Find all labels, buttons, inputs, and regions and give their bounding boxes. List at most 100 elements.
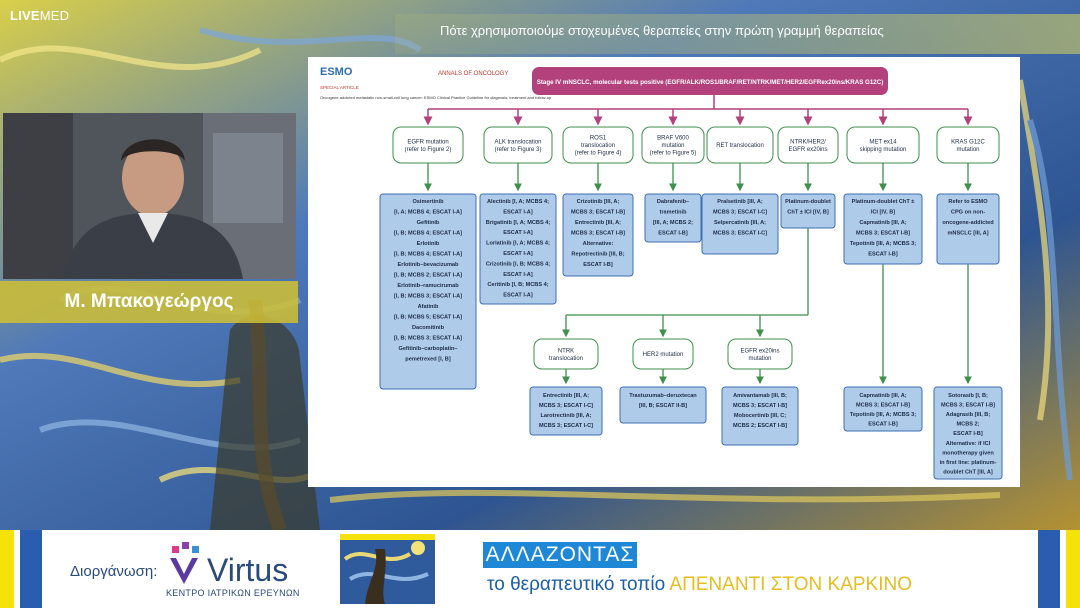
sponsor-footer: Διοργάνωση: Virtus ΚΕΝΤΡΟ ΙΑΤΡΙΚΩΝ ΕΡΕΥΝ… bbox=[0, 530, 1080, 608]
treatment-text: Afatinib bbox=[418, 304, 439, 310]
treatment-text: in first line: platinum- bbox=[940, 460, 997, 466]
treatment-text: Tepotinib [III, A; MCBS 3; bbox=[850, 241, 916, 247]
treatment-text: pemetrexed [I, B] bbox=[405, 357, 451, 363]
virtus-logo-icon bbox=[170, 542, 199, 584]
treatment-text: Larotrectinib [III, A; bbox=[540, 413, 591, 419]
level1-node-label: KRAS G12C bbox=[951, 139, 985, 145]
treatment-text: Sotorasib [I, B; bbox=[948, 393, 988, 399]
level1-node-label: RET translocation bbox=[716, 143, 764, 149]
treatment-text: MCBS 3; ESCAT I-B] bbox=[571, 231, 625, 237]
treatment-text: Dacomitinib bbox=[412, 325, 445, 331]
treatment-text: Entrectinib [III, A; bbox=[543, 393, 589, 399]
treatment-box bbox=[721, 386, 799, 446]
treatment-text: MCBS 3; ESCAT I-C] bbox=[539, 403, 593, 409]
speaker-image bbox=[3, 113, 296, 279]
level2-node-label: mutation bbox=[748, 356, 771, 362]
esmo-logo: ESMO bbox=[320, 66, 353, 78]
treatment-text: oncogene-addicted bbox=[942, 220, 994, 226]
treatment-text: ESCAT I-B] bbox=[868, 252, 898, 258]
treatment-text: Selpercatinib [III, A; bbox=[714, 220, 766, 226]
speaker-name: Μ. Μπακογεώργος bbox=[64, 291, 234, 312]
treatment-text: ESCAT I-B] bbox=[953, 431, 983, 437]
treatment-text: ICI [IV, B] bbox=[871, 210, 895, 216]
treatment-text: MCBS 3; ESCAT I-B] bbox=[856, 231, 910, 237]
treatment-text: Osimertinib bbox=[412, 199, 444, 205]
treatment-text: [I, B; MCBS 5; ESCAT I-A] bbox=[394, 315, 462, 321]
treatment-text: ESCAT I-A] bbox=[503, 209, 533, 215]
treatment-text: ESCAT I-B] bbox=[868, 422, 898, 428]
treatment-text: Alternative: if ICI bbox=[946, 441, 991, 447]
treatment-text: Pralsetinib [III, A; bbox=[717, 199, 763, 205]
treatment-text: MCBS 3; ESCAT I-B] bbox=[856, 403, 910, 409]
brand-logo: LIVEMED bbox=[10, 8, 70, 23]
root-node-label: Stage IV mNSCLC, molecular tests positiv… bbox=[537, 79, 884, 86]
level1-node-label: skipping mutation bbox=[860, 147, 907, 153]
level1-node-label: ALK translocation bbox=[494, 139, 541, 145]
speaker-video bbox=[3, 113, 296, 279]
treatment-text: Alternative: bbox=[583, 241, 614, 247]
treatment-text: Dabrafenib– bbox=[657, 199, 689, 205]
treatment-text: MCBS 3; ESCAT I-C] bbox=[713, 231, 767, 237]
treatment-text: Mobocertinib [III, C; bbox=[734, 413, 786, 419]
treatment-text: MCBS 3; ESCAT I-C] bbox=[539, 423, 593, 429]
treatment-text: ESCAT I-A] bbox=[503, 293, 533, 299]
treatment-text: [I, B; MCBS 3; ESCAT I-A] bbox=[394, 336, 462, 342]
article-title: Oncogene-addicted metastatic non-small-c… bbox=[320, 95, 552, 100]
treatment-text: Gefitinib–carboplatin– bbox=[398, 346, 457, 352]
footer-stripe-left bbox=[0, 530, 42, 608]
level1-node-label: (refer to Figure 2) bbox=[405, 147, 452, 153]
footer-stripe-right bbox=[1038, 530, 1080, 608]
treatment-text: ESCAT I-B] bbox=[658, 231, 688, 237]
level1-node-label: EGFR mutation bbox=[407, 139, 448, 145]
article-type: SPECIAL ARTICLE bbox=[320, 85, 359, 90]
treatment-text: MCBS 3; ESCAT I-B] bbox=[571, 210, 625, 216]
level2-node-label: translocation bbox=[549, 356, 583, 362]
campaign-subtitle-a: το θεραπευτικό τοπίο bbox=[487, 574, 670, 595]
treatment-text: ESCAT I-A] bbox=[503, 272, 533, 278]
treatment-text: Capmatinib [III, A; bbox=[859, 220, 906, 226]
treatment-box bbox=[529, 386, 603, 436]
treatment-text: MCBS 3; ESCAT I-B] bbox=[941, 403, 995, 409]
treatment-text: doublet ChT [III, A] bbox=[943, 469, 993, 475]
journal-name: ANNALS OF ONCOLOGY bbox=[438, 71, 508, 77]
title-band bbox=[395, 14, 1080, 54]
campaign-subtitle: το θεραπευτικό τοπίο ΑΠΕΝΑΝΤΙ ΣΤΟΝ ΚΑΡΚΙ… bbox=[487, 574, 912, 596]
treatment-flowchart: ESMO ANNALS OF ONCOLOGY SPECIAL ARTICLE … bbox=[320, 66, 1003, 480]
campaign-title: ΑΛΛΑΖΟΝΤΑΣ bbox=[483, 542, 637, 568]
treatment-text: monotherapy given bbox=[942, 450, 994, 456]
treatment-text: MCBS 3; ESCAT I-C] bbox=[713, 210, 767, 216]
level2-node-label: NTRK bbox=[558, 348, 574, 354]
organizer-label: Διοργάνωση: bbox=[70, 563, 158, 580]
treatment-text: mNSCLC [III, A] bbox=[947, 231, 988, 237]
treatment-text: Refer to ESMO bbox=[948, 199, 988, 205]
presentation-slide: ESMO ANNALS OF ONCOLOGY SPECIAL ARTICLE … bbox=[308, 57, 1020, 487]
treatment-text: Capmatinib [III, A; bbox=[859, 393, 906, 399]
slide-title: Πότε χρησιμοποιούμε στοχευμένες θεραπείε… bbox=[440, 23, 884, 38]
treatment-text: ESCAT I-A] bbox=[503, 251, 533, 257]
treatment-text: Adagrasib [III, B; bbox=[946, 412, 991, 418]
level1-node-label: translocation bbox=[581, 143, 615, 149]
treatment-text: MCBS 3; ESCAT I-B] bbox=[733, 403, 787, 409]
level1-node-label: ROS1 bbox=[590, 136, 607, 142]
treatment-text: Crizotinib [III, A; bbox=[577, 199, 620, 205]
treatment-text: MCBS 2; ESCAT I-B] bbox=[733, 423, 787, 429]
level1-node-label: (refer to Figure 5) bbox=[650, 151, 697, 157]
campaign-artwork bbox=[340, 534, 435, 604]
treatment-text: Repotrectinib [III, B; bbox=[571, 252, 624, 258]
level2-node-label: EGFR ex20ins bbox=[740, 348, 779, 354]
level1-node-label: (refer to Figure 3) bbox=[495, 147, 542, 153]
treatment-box bbox=[479, 193, 557, 305]
treatment-text: [I, B; MCBS 4; ESCAT I-A] bbox=[394, 231, 462, 237]
treatment-text: ChT ± ICI [IV, B] bbox=[787, 210, 829, 216]
level1-node-label: EGFR ex20ins bbox=[788, 147, 827, 153]
treatment-text: ESCAT I-A] bbox=[503, 230, 533, 236]
treatment-text: ESCAT I-B] bbox=[583, 262, 613, 268]
treatment-text: Amivantamab [III, B; bbox=[733, 393, 787, 399]
treatment-text: Crizotinib [I, B; MCBS 4; bbox=[486, 261, 550, 267]
treatment-text: Brigatinib [I, A; MCBS 4; bbox=[486, 220, 551, 226]
campaign-subtitle-b: ΑΠΕΝΑΝΤΙ ΣΤΟΝ ΚΑΡΚΙΝΟ bbox=[669, 574, 912, 595]
treatment-box bbox=[562, 193, 634, 277]
level1-node-label: MET ex14 bbox=[869, 139, 897, 145]
level2-node-label: HER2 mutation bbox=[643, 352, 684, 358]
root-node bbox=[532, 67, 888, 95]
